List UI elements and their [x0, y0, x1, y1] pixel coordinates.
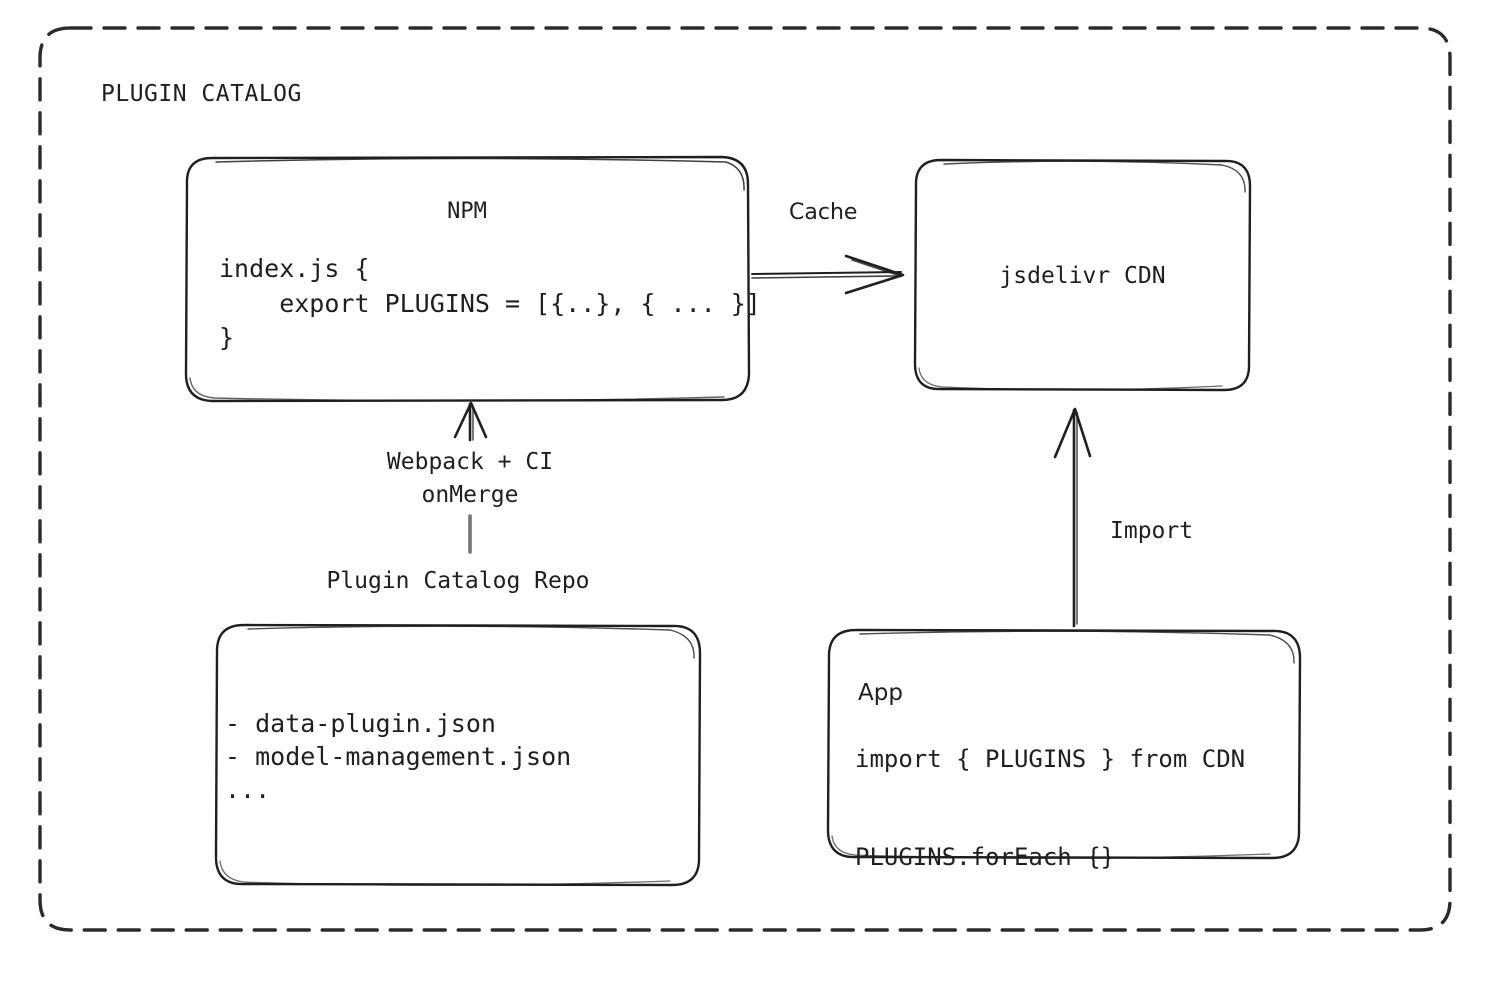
cdn-node-title: jsdelivr CDN [999, 263, 1166, 289]
arrow-npm-to-cdn [751, 254, 905, 295]
npm-node-title: NPM [447, 199, 487, 224]
app-node-title: App [858, 680, 903, 706]
repo-node-file-list: - data-plugin.json - model-management.js… [225, 709, 572, 804]
edge-label-import: Import [1110, 518, 1194, 544]
repo-node-caption: Plugin Catalog Repo [326, 568, 590, 594]
edge-label-cache: Cache [789, 200, 858, 225]
plugin-catalog-title: PLUGIN CATALOG [101, 81, 302, 107]
edge-label-webpack-ci-onmerge: Webpack + CI onMerge [386, 449, 554, 508]
app-node-code: import { PLUGINS } from CDN PLUGINS.forE… [855, 745, 1246, 872]
npm-node-code: index.js { export PLUGINS = [{..}, { ...… [219, 254, 761, 352]
arrow-app-to-cdn [1053, 407, 1092, 628]
